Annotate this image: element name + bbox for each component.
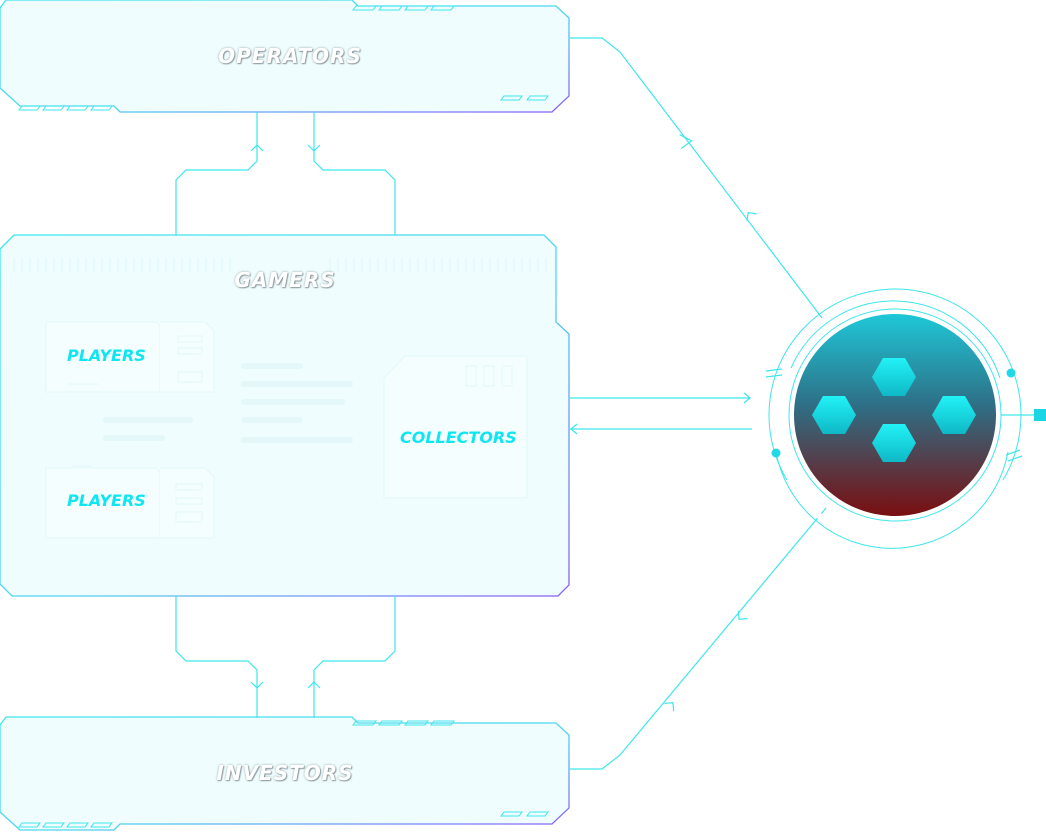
gamers-to-investors-line (175, 596, 258, 718)
operators-to-logo-line (570, 37, 823, 319)
horizontal-connectors (570, 392, 752, 435)
investors-to-gamers-line (313, 596, 396, 718)
gamers-to-operators-line (175, 112, 258, 235)
central-logo (765, 288, 1046, 549)
gamers-tick-ruler (13, 258, 547, 272)
mid-ring-bottom (775, 451, 1009, 549)
down-arrow-icon (307, 144, 321, 152)
gamers-panel (0, 234, 570, 597)
mid-ring-top (790, 300, 1001, 379)
logo-disc (794, 314, 996, 516)
ring-tick-marks (765, 368, 1023, 462)
players-label-top: PLAYERS (67, 346, 146, 365)
players-label-bottom: PLAYERS (67, 491, 146, 510)
ring-square-icon (1034, 409, 1046, 421)
up-arrow-icon (307, 681, 321, 689)
players-card-top (45, 321, 215, 393)
operators-panel (0, 0, 570, 113)
investors-title: INVESTORS (216, 761, 354, 785)
players-card-bottom (45, 465, 215, 539)
gamers-title: GAMERS (234, 268, 336, 292)
hexagon-cluster-logo-icon (812, 358, 976, 462)
ring-dot-icon (771, 448, 781, 458)
vertical-connectors (175, 112, 396, 718)
up-arrow-icon (250, 144, 264, 152)
collectors-label: COLLECTORS (400, 428, 517, 447)
up-arrow-icon (664, 702, 675, 712)
investors-to-logo-line (570, 507, 827, 770)
faint-text-lines (103, 363, 353, 443)
up-arrow-icon (746, 211, 757, 222)
right-arrow-icon (743, 392, 751, 404)
ring-gap (784, 478, 1006, 545)
diagonal-connectors (570, 37, 827, 770)
operators-title: OPERATORS (218, 44, 362, 68)
left-arrow-icon (570, 423, 578, 435)
operators-to-gamers-line (313, 112, 396, 235)
investors-panel (0, 716, 570, 831)
ring-dot-icon (1006, 368, 1016, 378)
down-arrow-icon (679, 134, 693, 150)
down-arrow-icon (737, 610, 748, 620)
down-arrow-icon (250, 681, 264, 689)
collectors-card (383, 355, 528, 499)
